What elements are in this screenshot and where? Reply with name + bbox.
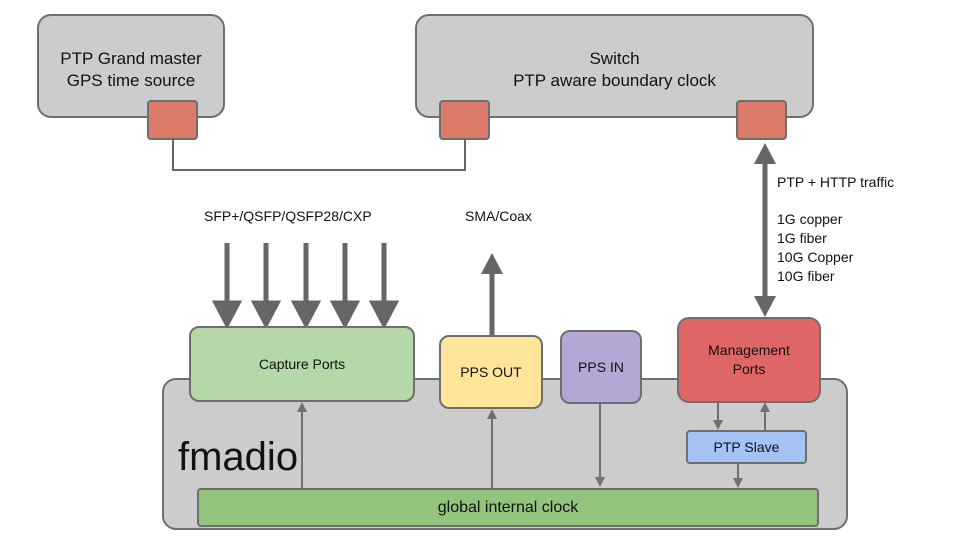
sfp-label: SFP+/QSFP/QSFP28/CXP [204, 208, 372, 224]
grandmaster-port [147, 100, 198, 140]
ptp-traffic-arrow [754, 143, 776, 317]
global-clock-box: global internal clock [197, 488, 819, 527]
grandmaster-switch-link [172, 140, 466, 171]
ptp-slave-label: PTP Slave [713, 439, 780, 455]
fmadio-label: fmadio [178, 435, 299, 479]
capture-ports-box: Capture Ports [189, 326, 415, 402]
global-clock-label: global internal clock [437, 498, 579, 516]
capture-ports-label: Capture Ports [258, 356, 346, 372]
switch-port-left [439, 100, 490, 140]
pps-in-label: PPS IN [578, 359, 624, 375]
pps-out-arrow [481, 253, 503, 335]
capture-input-arrows [211, 243, 400, 330]
ptp-slave-box: PTP Slave [686, 430, 807, 464]
pps-out-label: PPS OUT [460, 364, 522, 380]
link-types-label: 1G copper 1G fiber 10G Copper 10G fiber [777, 211, 854, 284]
sma-label: SMA/Coax [465, 208, 532, 224]
grandmaster-label: PTP Grand master GPS time source [60, 49, 202, 90]
management-ports-box: Management Ports [677, 317, 821, 403]
switch-label: Switch PTP aware boundary clock [513, 49, 716, 90]
ptp-http-label: PTP + HTTP traffic [777, 174, 895, 190]
pps-out-box: PPS OUT [439, 335, 543, 409]
pps-in-box: PPS IN [560, 330, 642, 404]
management-ports-label: Management Ports [708, 342, 790, 377]
switch-port-right [736, 100, 787, 140]
